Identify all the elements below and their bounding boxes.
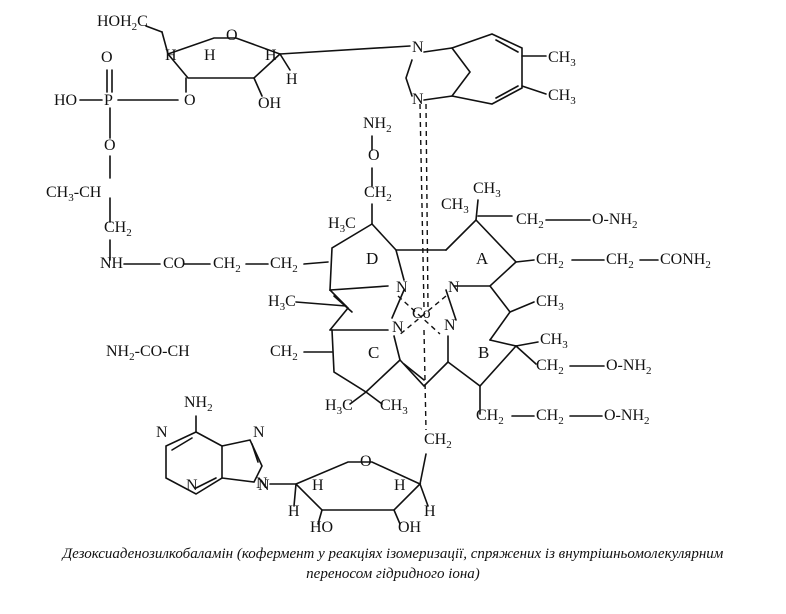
atom-label: N [396,279,408,296]
atom-label: HOH2C [97,13,148,33]
atom-label: CH3 [548,49,576,69]
atom-label: O-NH2 [592,211,638,231]
atom-label: O [226,27,238,44]
atom-label: CH2 [270,255,298,275]
atom-label: CH3 [536,293,564,313]
atom-label: O [184,92,196,109]
atom-label: CH2 [476,407,504,427]
atom-label: H [312,477,324,494]
atom-label: H [286,71,298,88]
atom-label: N [412,39,424,56]
atom-label: N [156,424,168,441]
atom-label: N [448,279,460,296]
atom-label: CH3 [441,196,469,216]
atom-label: N [412,91,424,108]
atom-label: CH3 [380,397,408,417]
caption-line-1: Дезоксиаденозилкобаламін (кофермент у ре… [62,546,724,562]
atom-label: CH2 [536,407,564,427]
atom-label: CONH2 [660,251,711,271]
ring-label-a: A [476,249,489,268]
ring-labels: A B C D [366,249,489,362]
atom-label: O [101,49,113,66]
atom-label: HO [54,92,77,109]
atom-label: H [204,47,216,64]
atom-label: N [444,317,456,334]
atom-label: CH3 [540,331,568,351]
ring-label-d: D [366,249,378,268]
atom-label: CH2 [364,184,392,204]
atom-label: H [165,47,177,64]
atom-label: NH [100,255,124,272]
atom-label: H [424,503,436,520]
atom-label: NH2 [184,394,213,414]
atom-label: O [360,453,372,470]
atom-label: H3C [325,397,353,417]
bond-lines [79,25,659,525]
ring-label-b: B [478,343,489,362]
atom-label: O [368,147,380,164]
atom-label: CH2 [516,211,544,231]
atom-label: H [265,47,277,64]
atom-label: N [186,477,198,494]
atom-label: Co [412,305,431,322]
figure-caption: Дезоксиаденозилкобаламін (кофермент у ре… [0,544,786,584]
atom-label: OH [398,519,422,536]
atom-label: H [288,503,300,520]
atom-label: H [394,477,406,494]
atom-label: CO [163,255,185,272]
atom-label: HO [310,519,333,536]
caption-line-2: переносом гідридного іона) [306,566,480,582]
atom-label: O [104,137,116,154]
atom-label: CH2 [213,255,241,275]
atom-label: CH3 [548,87,576,107]
atom-label: CH2 [536,357,564,377]
atom-label: CH2 [606,251,634,271]
atom-label: CH2 [424,431,452,451]
atom-label: N [253,424,265,441]
atom-label: CH2 [270,343,298,363]
atom-label: OH [258,95,282,112]
atom-label: CH3 [473,180,501,200]
atom-label: O-NH2 [606,357,652,377]
atom-label: H3C [328,215,356,235]
atom-label: N [258,477,270,494]
ring-label-c: C [368,343,379,362]
atom-label: N [256,475,268,492]
atom-label: H3C [268,293,296,313]
atom-label: CH2 [104,219,132,239]
atom-label: NH2-CO-CH [106,343,190,363]
atom-label: O-NH2 [604,407,650,427]
atom-label: N [392,319,404,336]
atom-label: CH3-CH [46,184,102,204]
atom-label: NH2 [363,115,392,135]
atom-label: P [104,92,113,109]
atom-label: CH2 [536,251,564,271]
